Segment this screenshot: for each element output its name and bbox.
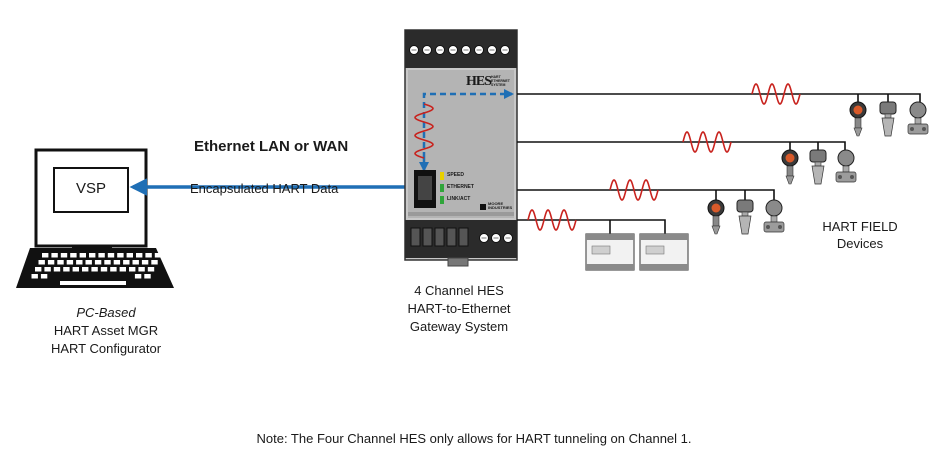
logo-sub3: SYSTEM [491, 83, 506, 87]
brand-label: MOORE INDUSTRIES [488, 202, 512, 210]
pc-caption-italic: PC-Based [76, 305, 136, 320]
pc-computer [16, 148, 174, 288]
hart-wave [682, 131, 732, 153]
transmitter-icon [707, 199, 725, 235]
pc-caption-line2: HART Configurator [50, 341, 162, 356]
channel-wiring [517, 93, 921, 234]
channel-4-wire [517, 219, 666, 234]
channel-3-wire [517, 189, 775, 200]
transmitter-icon [849, 101, 867, 137]
led-ethernet [440, 184, 444, 192]
gateway-caption: 4 Channel HES HART-to-Ethernet Gateway S… [384, 282, 534, 336]
radar-level-icon [809, 149, 827, 185]
gateway-caption-line2: HART-to-Ethernet [407, 301, 511, 316]
field-caption: HART FIELD Devices [800, 218, 920, 252]
radar-level-icon [736, 199, 754, 235]
pc-caption-line1: HART Asset MGR [53, 323, 159, 338]
led-link [440, 196, 444, 204]
field-caption-line1: HART FIELD [822, 219, 898, 234]
logo-sub1: HART [491, 75, 501, 79]
radar-level-icon [879, 101, 897, 137]
brand-line2: INDUSTRIES [488, 205, 513, 210]
hes-logo: HES [466, 74, 492, 89]
hes-logo-sub: HART ETHERNET SYSTEM [491, 75, 510, 87]
keyboard [16, 248, 174, 288]
moore-logo-icon [480, 204, 486, 210]
pressure-transmitter-icon [763, 199, 785, 233]
led-speed [440, 172, 444, 180]
monitor [34, 148, 148, 252]
din-module [585, 233, 635, 271]
channel-2-wire [517, 141, 846, 150]
hart-wave [751, 83, 801, 105]
din-modules [585, 233, 689, 271]
hart-wave [527, 209, 577, 231]
data-label: Encapsulated HART Data [190, 181, 339, 196]
brand-line1: MOORE [488, 201, 504, 206]
internal-hart-wave [414, 103, 434, 159]
led-link-label: LINK/ACT [447, 196, 471, 202]
hart-wave [609, 179, 659, 201]
footnote: Note: The Four Channel HES only allows f… [256, 431, 692, 446]
top-terminal-screws [409, 45, 510, 55]
network-title: Ethernet LAN or WAN [194, 138, 349, 155]
channel-1-wire [517, 93, 921, 102]
vsp-label: VSP [75, 180, 106, 197]
gateway-caption-line3: Gateway System [409, 319, 509, 334]
led-ethernet-label: ETHERNET [447, 184, 474, 190]
pressure-transmitter-icon [907, 101, 929, 135]
gateway-caption-line1: 4 Channel HES [414, 283, 504, 298]
din-module [639, 233, 689, 271]
transmitter-icon [781, 149, 799, 185]
led-speed-label: SPEED [447, 172, 464, 178]
hes-gateway [404, 29, 518, 267]
tunnel-path [422, 89, 514, 168]
hart-signal-waves [527, 83, 801, 231]
field-caption-line2: Devices [836, 236, 884, 251]
pressure-transmitter-icon [835, 149, 857, 183]
pc-caption: PC-Based HART Asset MGR HART Configurato… [36, 304, 176, 358]
field-devices [707, 101, 929, 235]
bottom-terminal-screws [410, 227, 513, 247]
logo-sub2: ETHERNET [491, 79, 510, 83]
